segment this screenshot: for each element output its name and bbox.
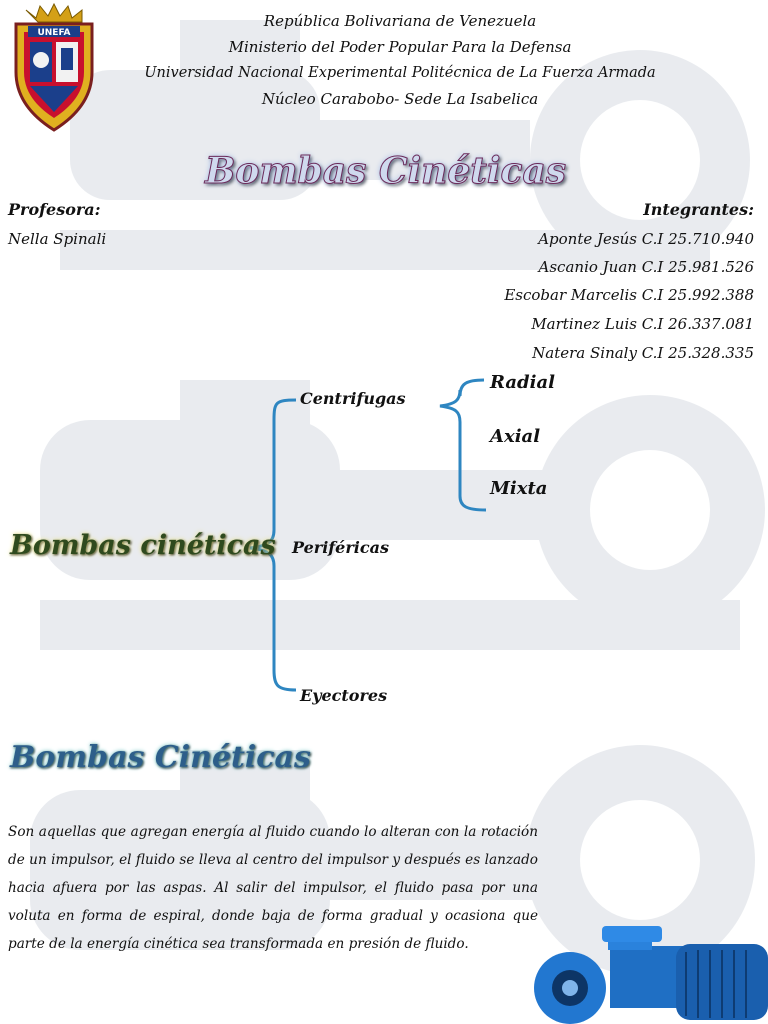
member-item: Ascanio Juan C.I 25.981.526 (538, 258, 754, 276)
logo-text: UNEFA (37, 28, 70, 38)
sub-mixta: Mixta (490, 478, 548, 499)
unefa-crest-logo: UNEFA (14, 2, 94, 132)
diagram-root-label: Bombas cinéticas (10, 530, 276, 561)
header-line-ministry: Ministerio del Poder Popular Para la Def… (228, 38, 572, 56)
centrifugas-bracket (439, 378, 487, 512)
background-pump-illustration-bottom (30, 745, 755, 975)
branch-centrifugas: Centrifugas (300, 389, 406, 408)
branch-perifericas: Periféricas (292, 538, 389, 557)
section-title: Bombas Cinéticas (10, 740, 311, 775)
main-bracket (249, 398, 297, 692)
member-item: Escobar Marcelis C.I 25.992.388 (504, 286, 754, 304)
definition-paragraph: Son aquellas que agregan energía al flui… (8, 824, 538, 952)
blue-pump-illustration (534, 926, 768, 1024)
members-label: Integrantes: (643, 200, 754, 219)
teacher-label: Profesora: (8, 200, 101, 219)
sub-axial: Axial (490, 426, 541, 447)
classification-brackets (249, 378, 487, 692)
member-item: Aponte Jesús C.I 25.710.940 (538, 230, 754, 248)
member-item: Natera Sinaly C.I 25.328.335 (532, 344, 754, 362)
background-pump-illustration-top (60, 20, 750, 270)
branch-eyectores: Eyectores (300, 686, 388, 705)
header-line-university: Universidad Nacional Experimental Polité… (144, 65, 656, 81)
main-title: Bombas Cinéticas (204, 150, 567, 193)
sub-radial: Radial (490, 372, 555, 393)
header-line-campus: Núcleo Carabobo- Sede La Isabelica (261, 90, 539, 108)
background-pump-illustration-middle (40, 380, 765, 650)
member-item: Martinez Luis C.I 26.337.081 (531, 315, 754, 333)
teacher-name: Nella Spinali (8, 230, 107, 248)
header-line-republic: República Bolivariana de Venezuela (263, 12, 537, 30)
